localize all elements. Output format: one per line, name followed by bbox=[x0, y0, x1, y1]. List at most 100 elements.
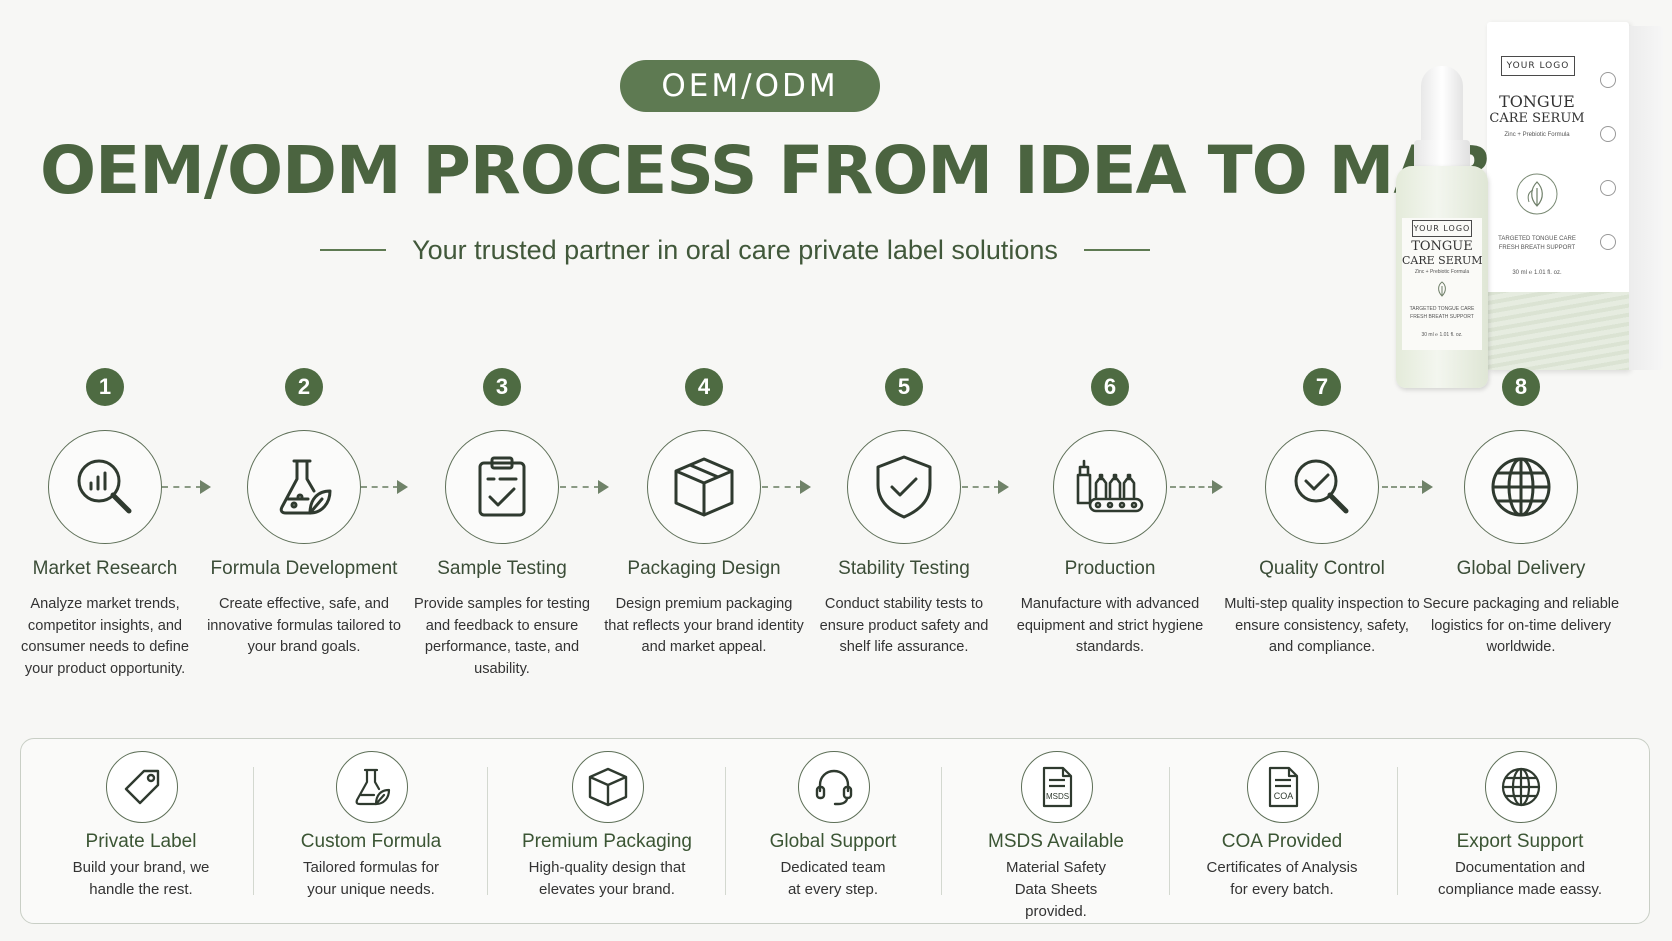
step-title: Packaging Design bbox=[627, 558, 781, 579]
step-number: 7 bbox=[1303, 368, 1341, 406]
headset-icon bbox=[815, 769, 853, 806]
bottle-label: YOUR LOGO TONGUE CARE SERUM Zinc + Prebi… bbox=[1402, 218, 1483, 350]
bottle-volume: 30 ml ℮ 1.01 fl. oz. bbox=[1421, 332, 1463, 338]
feature-title: Premium Packaging bbox=[521, 831, 693, 852]
step-icon-circle bbox=[247, 430, 361, 544]
feature-icon-circle bbox=[1485, 751, 1557, 823]
step-number: 8 bbox=[1502, 368, 1540, 406]
feature-export-support: Export Support Documentation and complia… bbox=[1407, 739, 1633, 923]
connector bbox=[1382, 486, 1424, 488]
box-tagline: Zinc + Prebiotic Formula bbox=[1504, 132, 1570, 138]
bottle-title-2: CARE SERUM bbox=[1402, 254, 1483, 267]
bottle-neck bbox=[1414, 140, 1470, 170]
feature-coa-provided: COA COA Provided Certificates of Analysi… bbox=[1175, 739, 1389, 923]
divider bbox=[941, 767, 942, 895]
features-panel: Private Label Build your brand, we handl… bbox=[20, 738, 1650, 924]
feature-title: Custom Formula bbox=[300, 831, 442, 852]
box-icon bbox=[588, 767, 628, 807]
divider bbox=[1397, 767, 1398, 895]
feature-msds-available: MSDS MSDS Available Material Safety Data… bbox=[951, 739, 1161, 923]
box-title-2: CARE SERUM bbox=[1489, 111, 1585, 126]
box-note-2: FRESH BREATH SUPPORT bbox=[1498, 245, 1576, 251]
svg-text:COA: COA bbox=[1274, 791, 1294, 801]
chart-magnifier-icon bbox=[77, 459, 132, 514]
feature-custom-formula: Custom Formula Tailored formulas for you… bbox=[269, 739, 473, 923]
box-icon bbox=[674, 457, 734, 517]
arrow-head bbox=[1422, 480, 1433, 494]
conveyor-bottles-icon bbox=[1076, 459, 1144, 513]
subtitle-line-right bbox=[1083, 249, 1150, 251]
globe-icon bbox=[1491, 457, 1551, 517]
svg-text:MSDS: MSDS bbox=[1046, 792, 1069, 801]
step-icon-circle bbox=[847, 430, 961, 544]
step-description: Provide samples for testing and feedback… bbox=[413, 596, 591, 677]
step-number: 1 bbox=[86, 368, 124, 406]
divider bbox=[725, 767, 726, 895]
divider bbox=[253, 767, 254, 895]
feature-description: High-quality design that elevates your b… bbox=[528, 859, 686, 898]
feature-title: Global Support bbox=[769, 831, 897, 852]
step-description: Analyze market trends, competitor insigh… bbox=[21, 596, 189, 677]
flask-leaf-icon bbox=[279, 459, 332, 515]
step-icon-circle bbox=[1053, 430, 1167, 544]
box-note-1: TARGETED TONGUE CARE bbox=[1498, 236, 1576, 242]
step-title: Production bbox=[1064, 558, 1156, 579]
page-title: OEM/ODM PROCESS FROM IDEA TO MARKET bbox=[40, 132, 1633, 209]
step-title: Market Research bbox=[32, 558, 178, 579]
arrow-head bbox=[800, 480, 811, 494]
box-waves bbox=[1487, 292, 1629, 370]
shield-check-icon bbox=[876, 455, 932, 519]
divider bbox=[1169, 767, 1170, 895]
box-volume: 30 ml ℮ 1.01 fl. oz. bbox=[1512, 270, 1562, 276]
feature-icon-circle bbox=[106, 751, 178, 823]
step-title: Sample Testing bbox=[437, 558, 567, 579]
step-icon-circle bbox=[48, 430, 162, 544]
step-description: Manufacture with advanced equipment and … bbox=[1016, 596, 1204, 655]
step-description: Multi-step quality inspection to ensure … bbox=[1224, 596, 1420, 655]
box-side-icons bbox=[1597, 72, 1619, 250]
step-title: Global Delivery bbox=[1456, 558, 1586, 579]
coa-document-icon: COA bbox=[1268, 766, 1299, 808]
feature-icon-circle bbox=[572, 751, 644, 823]
magnifier-check-icon bbox=[1294, 459, 1349, 514]
step-icon-circle bbox=[1464, 430, 1578, 544]
flask-leaf-icon bbox=[355, 768, 391, 806]
feature-premium-packaging: Premium Packaging High-quality design th… bbox=[499, 739, 715, 923]
box-title-1: TONGUE bbox=[1499, 92, 1575, 111]
feature-description: Certificates of Analysis for every batch… bbox=[1206, 859, 1358, 898]
tag-icon bbox=[124, 769, 160, 805]
bottle-note-2: FRESH BREATH SUPPORT bbox=[1410, 314, 1474, 320]
product-box: YOUR LOGO TONGUE CARE SERUM Zinc + Prebi… bbox=[1487, 22, 1629, 370]
feature-title: COA Provided bbox=[1221, 831, 1343, 852]
step-title: Formula Development bbox=[210, 558, 398, 579]
step-title: Stability Testing bbox=[838, 558, 970, 579]
leaf-icon bbox=[1438, 281, 1446, 297]
divider bbox=[487, 767, 488, 895]
bottle-note-1: TARGETED TONGUE CARE bbox=[1409, 306, 1475, 312]
step-description: Create effective, safe, and innovative f… bbox=[207, 596, 401, 655]
step-description: Design premium packaging that reflects y… bbox=[604, 596, 804, 655]
feature-icon-circle bbox=[798, 751, 870, 823]
feature-icon-circle: COA bbox=[1247, 751, 1319, 823]
connector bbox=[560, 486, 600, 488]
feature-description: Documentation and compliance made eassy. bbox=[1438, 859, 1602, 898]
step-icon-circle bbox=[1265, 430, 1379, 544]
feature-description: Dedicated team at every step. bbox=[780, 859, 886, 898]
feature-global-support: Global Support Dedicated team at every s… bbox=[733, 739, 933, 923]
feature-title: Export Support bbox=[1456, 831, 1584, 852]
header-badge: OEM/ODM bbox=[620, 60, 880, 112]
feature-private-label: Private Label Build your brand, we handl… bbox=[41, 739, 241, 923]
arrow-head bbox=[397, 480, 408, 494]
feature-description: Material Safety Data Sheets provided. bbox=[1005, 859, 1107, 920]
leaf-icon bbox=[1516, 173, 1558, 215]
subtitle-line-left bbox=[320, 249, 387, 251]
feature-title: Private Label bbox=[85, 831, 197, 852]
step-description: Conduct stability tests to ensure produc… bbox=[819, 596, 989, 655]
connector bbox=[1170, 486, 1214, 488]
product-box-side bbox=[1629, 26, 1663, 370]
step-number: 4 bbox=[685, 368, 723, 406]
feature-description: Tailored formulas for your unique needs. bbox=[303, 859, 439, 898]
step-number: 2 bbox=[285, 368, 323, 406]
arrow-head bbox=[998, 480, 1009, 494]
msds-document-icon: MSDS bbox=[1042, 766, 1073, 808]
